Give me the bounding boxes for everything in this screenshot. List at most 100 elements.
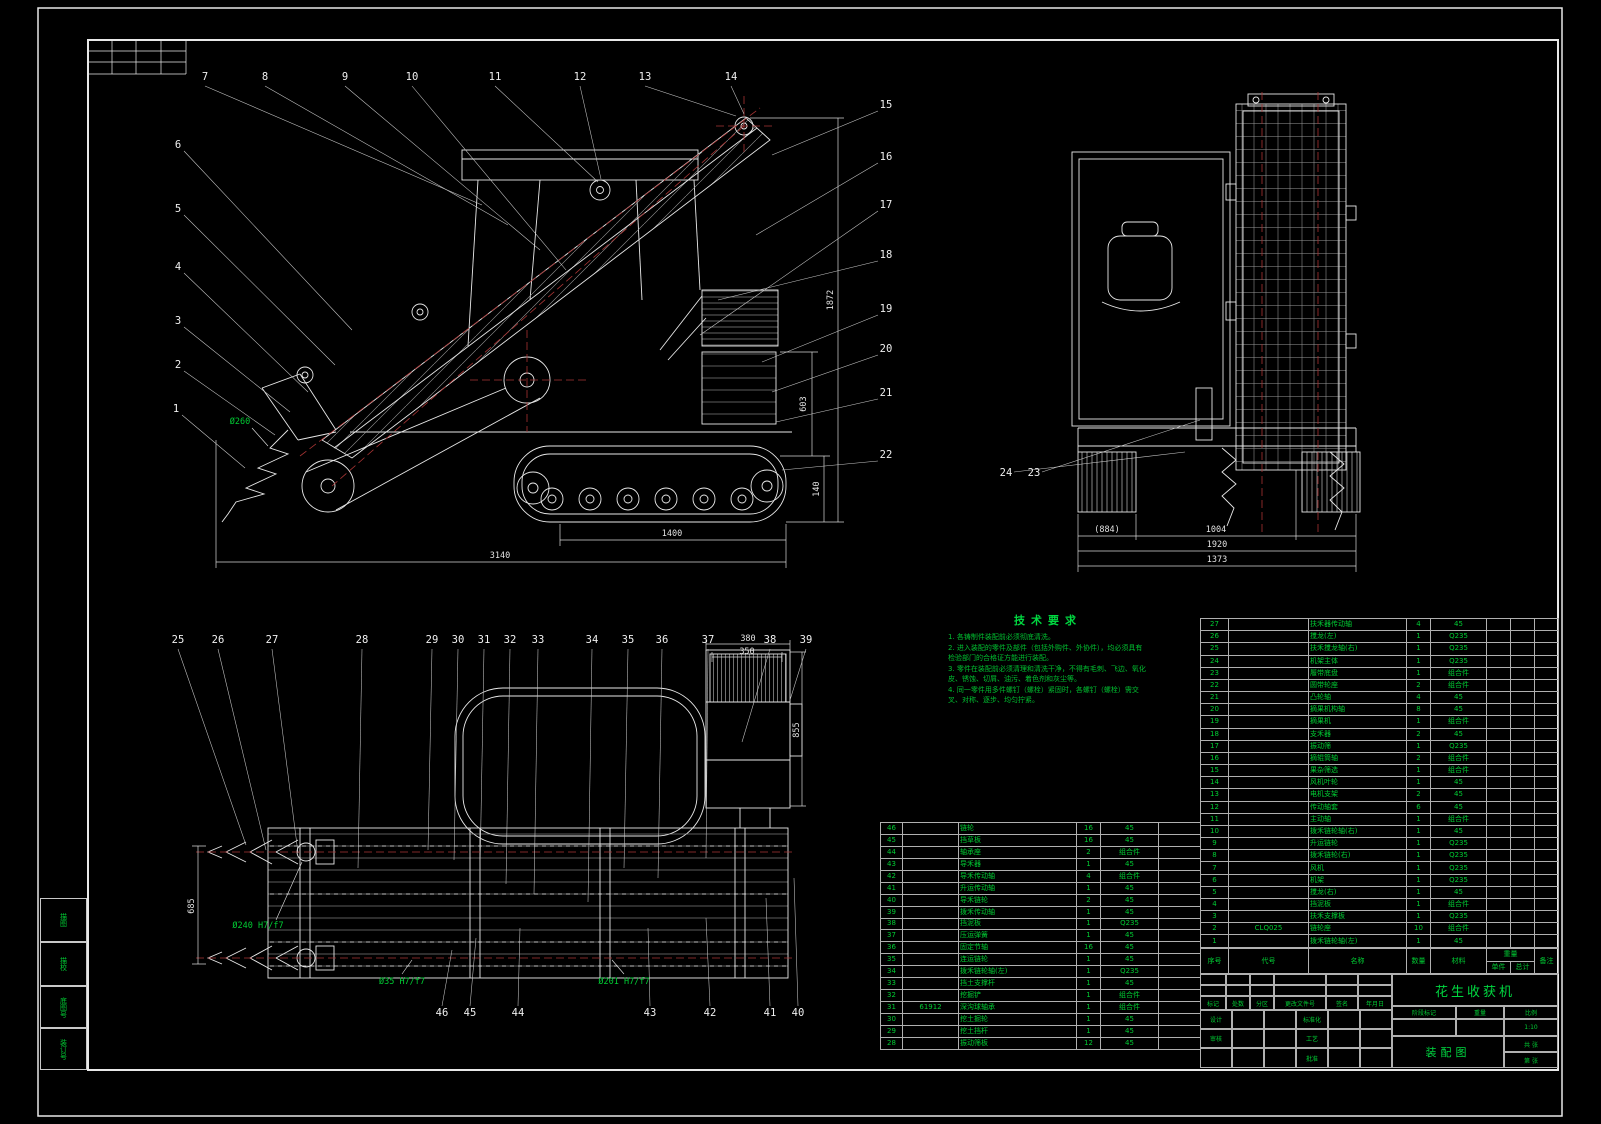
bom-header-note: 备注: [1534, 948, 1559, 974]
callout-label: 30: [452, 634, 465, 646]
bom-header-name: 名称: [1308, 948, 1407, 974]
callout-label: 5: [175, 203, 181, 215]
callout-label: 13: [639, 71, 652, 83]
bom-header: 序号 代号 名称 数量 材料 重量 备注 单件 总计: [1200, 948, 1559, 974]
dim-label: 3140: [490, 551, 510, 561]
product-name: 花生收获机: [1392, 974, 1558, 1006]
callout-label: 34: [586, 634, 599, 646]
title-block: 标记 处数 分区 更改文件号 签名 年月日 设计 标准化 审核 工艺 批准 花生…: [1200, 974, 1558, 1068]
callout-label: 14: [725, 71, 738, 83]
dim-label: (884): [1094, 525, 1120, 535]
callout-label: 7: [202, 71, 208, 83]
dim-label: 1004: [1206, 525, 1226, 535]
dim-label: 350: [739, 647, 754, 657]
centerlines: [196, 92, 1319, 959]
callout-label: 22: [880, 449, 893, 461]
dim-label: 1400: [662, 529, 682, 539]
callout-label: 26: [212, 634, 225, 646]
margin-cell-base-drawing-no: 底图号: [40, 986, 87, 1028]
callout-label: 21: [880, 387, 893, 399]
callout-label: 36: [656, 634, 669, 646]
revision-grid: [88, 40, 187, 75]
bom-header-seq: 序号: [1200, 948, 1229, 974]
callout-label: 38: [764, 634, 777, 646]
callout-label: 17: [880, 199, 893, 211]
callout-label: 12: [574, 71, 587, 83]
callout-label: 45: [464, 1007, 477, 1019]
bom-header-qty: 数量: [1406, 948, 1431, 974]
dim-label: 1373: [1207, 555, 1227, 565]
dimension-labels: 1400 3140 603 140 1872 (884) 1004 1920 1…: [187, 290, 1227, 987]
callout-label: 1: [173, 403, 179, 415]
plan-view: [206, 649, 803, 979]
callout-label: 39: [800, 634, 813, 646]
callout-label: 27: [266, 634, 279, 646]
callout-label: 40: [792, 1007, 805, 1019]
leader-lines: [177, 85, 1201, 1007]
margin-cell-tracing-check: 描校: [40, 942, 87, 986]
callout-label: 6: [175, 139, 181, 151]
callout-label: 15: [880, 99, 893, 111]
label-std: 标准化: [1296, 1010, 1328, 1029]
front-view: [1071, 93, 1361, 531]
callout-label: 37: [702, 634, 715, 646]
label-sign: 签名: [1326, 996, 1358, 1010]
label-design: 设计: [1200, 1010, 1232, 1029]
callout-label: 16: [880, 151, 893, 163]
fit-label: Ø201 H7/f7: [598, 976, 649, 987]
sheet-border: [37, 7, 1563, 1117]
callout-label: 32: [504, 634, 517, 646]
callout-label: 9: [342, 71, 348, 83]
callout-label: 2: [175, 359, 181, 371]
fit-label: Ø240 H7/f7: [232, 920, 283, 931]
doc-type: 装配图: [1392, 1036, 1504, 1068]
callout-label: 46: [436, 1007, 449, 1019]
callout-label: 10: [406, 71, 419, 83]
tech-requirements-list: 1. 各铸制件装配前必须彻底清洗。2. 进入装配的零件及部件（包括外购件、外协件…: [948, 632, 1148, 706]
callout-label: 28: [356, 634, 369, 646]
dim-label: 855: [792, 722, 802, 737]
bom-header-code: 代号: [1228, 948, 1309, 974]
label-approve: 批准: [1296, 1048, 1328, 1068]
callout-label: 19: [880, 303, 893, 315]
bom-header-total: 总计: [1510, 960, 1535, 974]
callout-labels: 7 8 9 10 11 12 13 14 6 5 4 3 2 1 15 16 1…: [172, 71, 1041, 1019]
callout-label: 41: [764, 1007, 777, 1019]
tech-requirement-line: 3. 零件在装配前必须清理和清洗干净，不得有毛刺、飞边、氧化皮、锈蚀、切屑、油污…: [948, 664, 1146, 684]
dim-label: 685: [187, 898, 197, 913]
callout-label: 35: [622, 634, 635, 646]
fit-label: Ø260: [230, 416, 250, 427]
title-block-right: 花生收获机 阶段标记 重量 比例 1:10 装配图 共 张 第 张: [1392, 974, 1558, 1068]
margin-cell-tracing: 描图: [40, 898, 87, 942]
label-count: 处数: [1226, 996, 1250, 1010]
bom-header-mat: 材料: [1430, 948, 1487, 974]
